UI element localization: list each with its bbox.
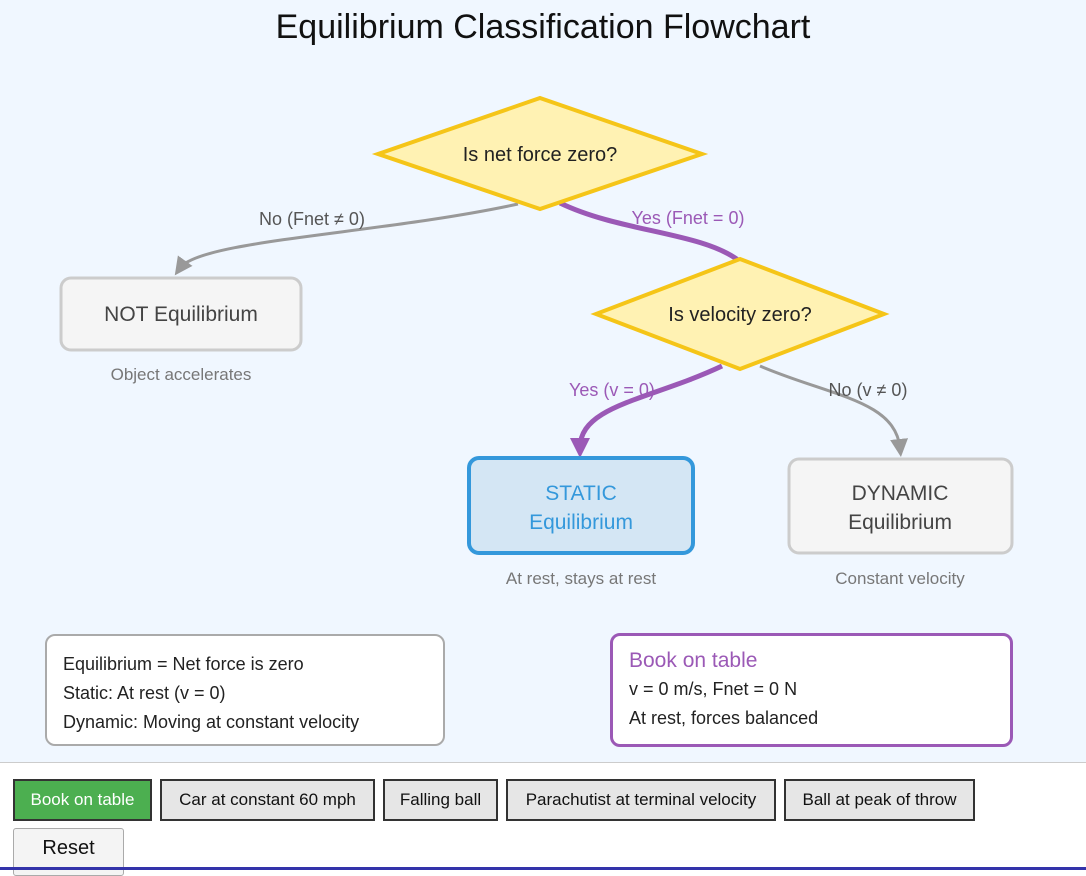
edge-no-velocity [759, 364, 909, 457]
node-dynamic-caption: Constant velocity [835, 569, 965, 588]
decision-net-force-label: Is net force zero? [463, 144, 618, 166]
legend-box: Equilibrium = Net force is zero Static: … [45, 634, 445, 746]
scenario-button-parachutist[interactable]: Parachutist at terminal velocity [506, 779, 776, 821]
page-title: Equilibrium Classification Flowchart [276, 8, 811, 46]
flowchart-panel: Equilibrium Classification Flowchart No … [0, 0, 1086, 763]
node-static-caption: At rest, stays at rest [506, 569, 656, 588]
example-detail: At rest, forces balanced [629, 708, 819, 728]
example-detail: v = 0 m/s, Fnet = 0 N [629, 679, 798, 699]
scenario-controls: Book on table Car at constant 60 mph Fal… [0, 763, 1086, 876]
legend-line: Static: At rest (v = 0) [63, 683, 226, 703]
legend-line: Dynamic: Moving at constant velocity [63, 712, 360, 732]
scenario-button-falling-ball[interactable]: Falling ball [383, 779, 498, 821]
node-static-line2: Equilibrium [529, 511, 633, 534]
node-dynamic-equilibrium [787, 457, 1014, 555]
example-box: Book on table v = 0 m/s, Fnet = 0 N At r… [610, 633, 1013, 747]
scenario-button-car-constant-speed[interactable]: Car at constant 60 mph [160, 779, 375, 821]
scenario-button-book-on-table[interactable]: Book on table [13, 779, 152, 821]
edge-label-yes-v: Yes (v = 0) [569, 380, 655, 400]
edge-yes-net-force [558, 200, 740, 263]
edge-label-no-fnet: No (Fnet ≠ 0) [259, 209, 365, 229]
edge-label-yes-fnet: Yes (Fnet = 0) [632, 208, 745, 228]
node-not-equilibrium [59, 276, 303, 352]
edge-no-net-force [174, 202, 519, 276]
node-dynamic-line1: DYNAMIC [852, 482, 949, 505]
node-static-line1: STATIC [545, 482, 617, 505]
edge-yes-velocity [570, 363, 724, 458]
legend-line: Equilibrium = Net force is zero [63, 654, 304, 674]
decision-net-force-shape [371, 95, 709, 212]
node-dynamic-line2: Equilibrium [848, 511, 952, 534]
decision-velocity-shape [590, 256, 890, 372]
node-not-equilibrium-caption: Object accelerates [111, 365, 252, 384]
node-static-equilibrium [467, 456, 695, 555]
decision-velocity-label: Is velocity zero? [668, 304, 811, 326]
edge-label-no-v: No (v ≠ 0) [829, 380, 908, 400]
scenario-button-ball-peak[interactable]: Ball at peak of throw [784, 779, 975, 821]
example-title: Book on table [629, 649, 758, 672]
bottom-border [0, 867, 1086, 870]
node-not-equilibrium-label: NOT Equilibrium [104, 303, 258, 326]
flowchart-canvas: Equilibrium Classification Flowchart No … [59, 8, 1014, 588]
